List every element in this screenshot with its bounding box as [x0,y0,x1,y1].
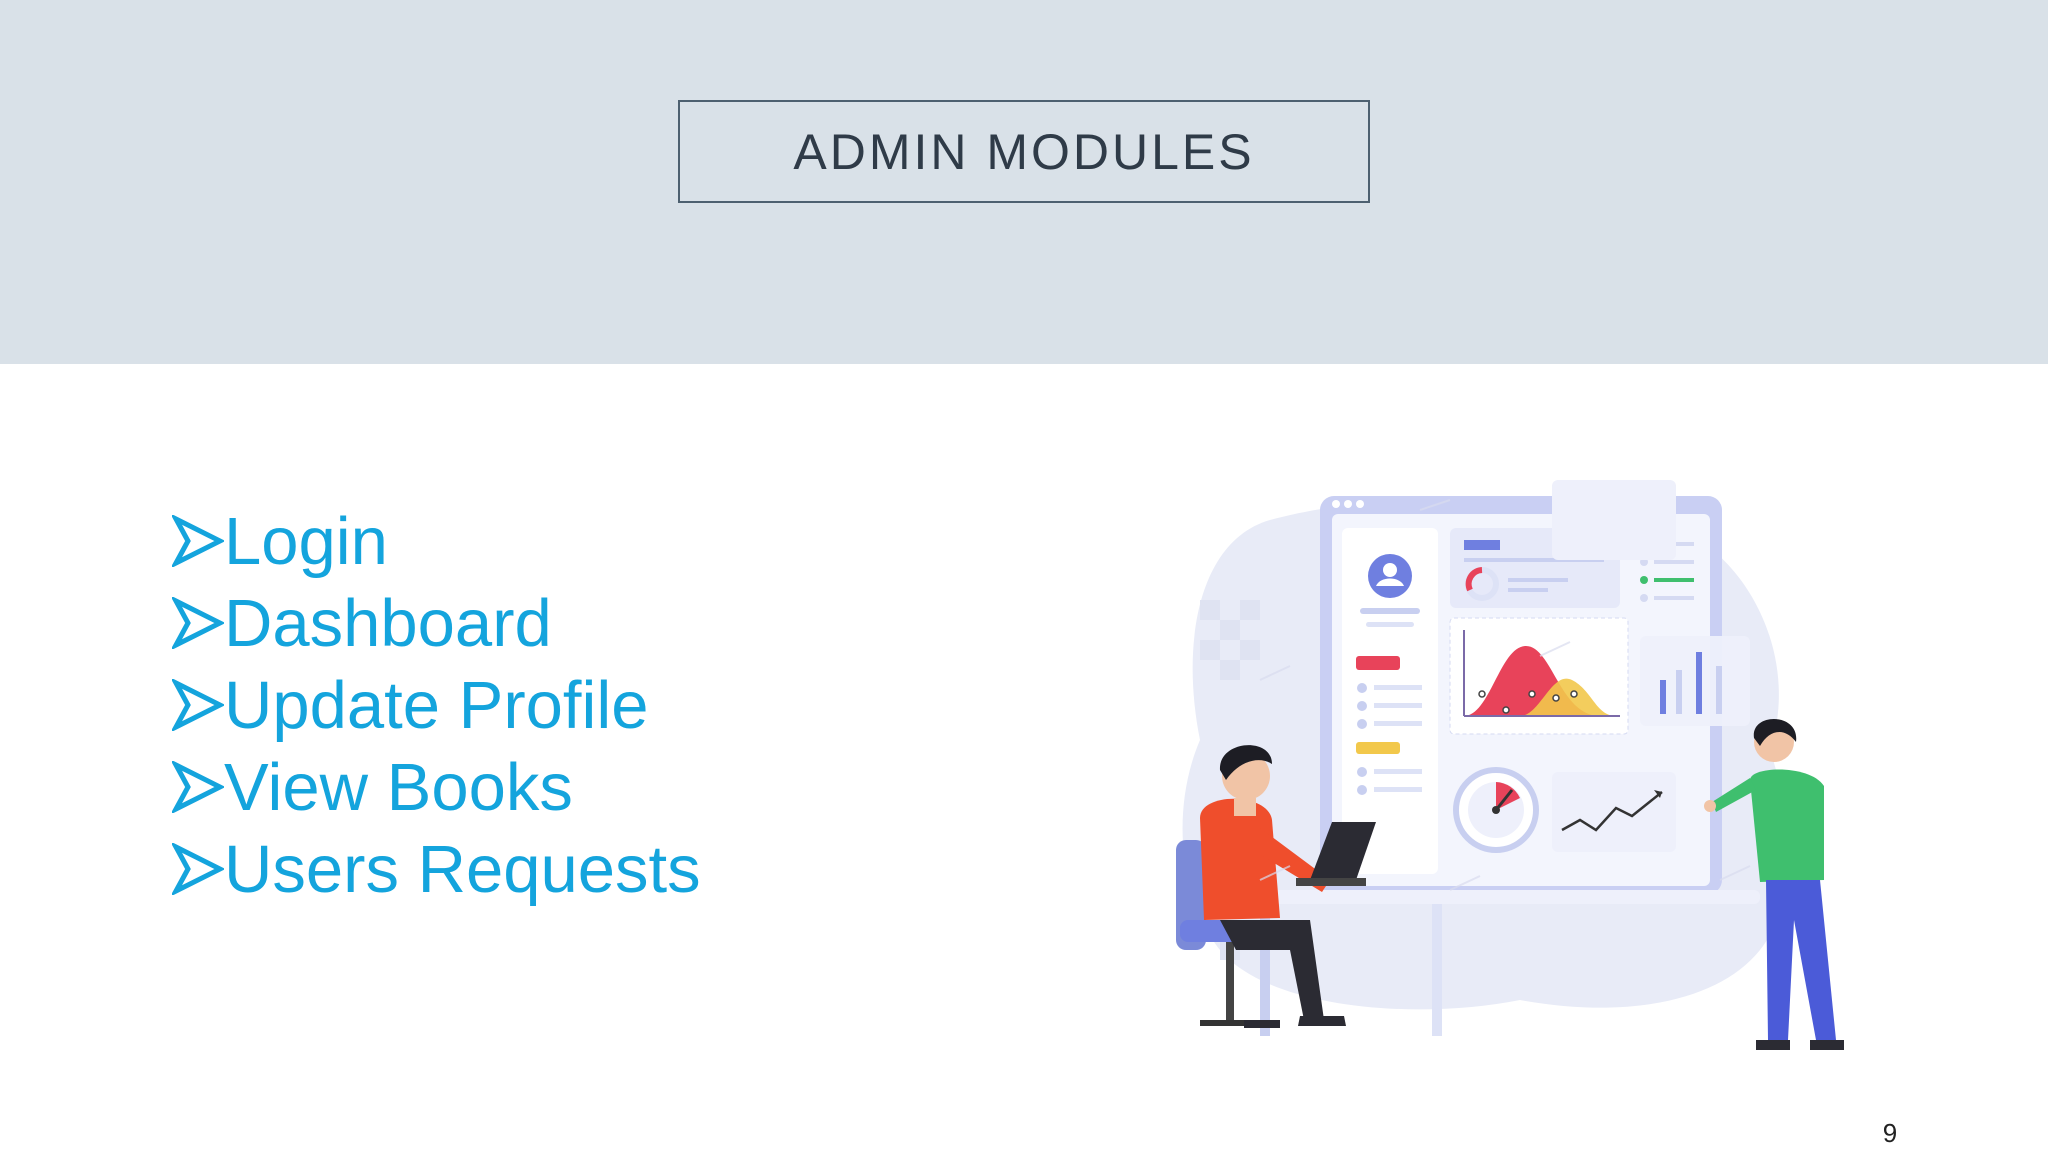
arrow-bullet-icon [172,843,224,895]
bar-chart-card [1640,636,1750,726]
desk [1240,890,1760,1036]
distribution-chart-card [1449,617,1629,735]
bullet-item-view-books: View Books [172,746,972,828]
title-box: ADMIN MODULES [678,100,1370,203]
bullet-label: Dashboard [224,585,552,661]
bullet-item-update-profile: Update Profile [172,664,972,746]
seated-man [1176,745,1376,1028]
bullet-list: Login Dashboard Update Profile View Book… [172,500,972,910]
header-band: ADMIN MODULES [0,0,2048,364]
analytics-dashboard-illustration [1176,480,1844,1050]
bullet-label: Login [224,503,388,579]
trend-chart-card [1552,480,1676,852]
bullet-label: Update Profile [224,667,649,743]
bullet-item-dashboard: Dashboard [172,582,972,664]
bullet-label: Users Requests [224,831,701,907]
page-number: 9 [1882,1118,1898,1148]
standing-man [1704,718,1844,1050]
bullet-item-users-requests: Users Requests [172,828,972,910]
arrow-bullet-icon [172,679,224,731]
arrow-bullet-icon [172,515,224,567]
arrow-bullet-icon [172,761,224,813]
bullet-item-login: Login [172,500,972,582]
arrow-bullet-icon [172,597,224,649]
profile-panel [1342,528,1438,874]
watermark [1259,499,1751,891]
bullet-label: View Books [224,749,573,825]
slide-title: ADMIN MODULES [793,123,1255,180]
gauge-card [1453,767,1539,853]
